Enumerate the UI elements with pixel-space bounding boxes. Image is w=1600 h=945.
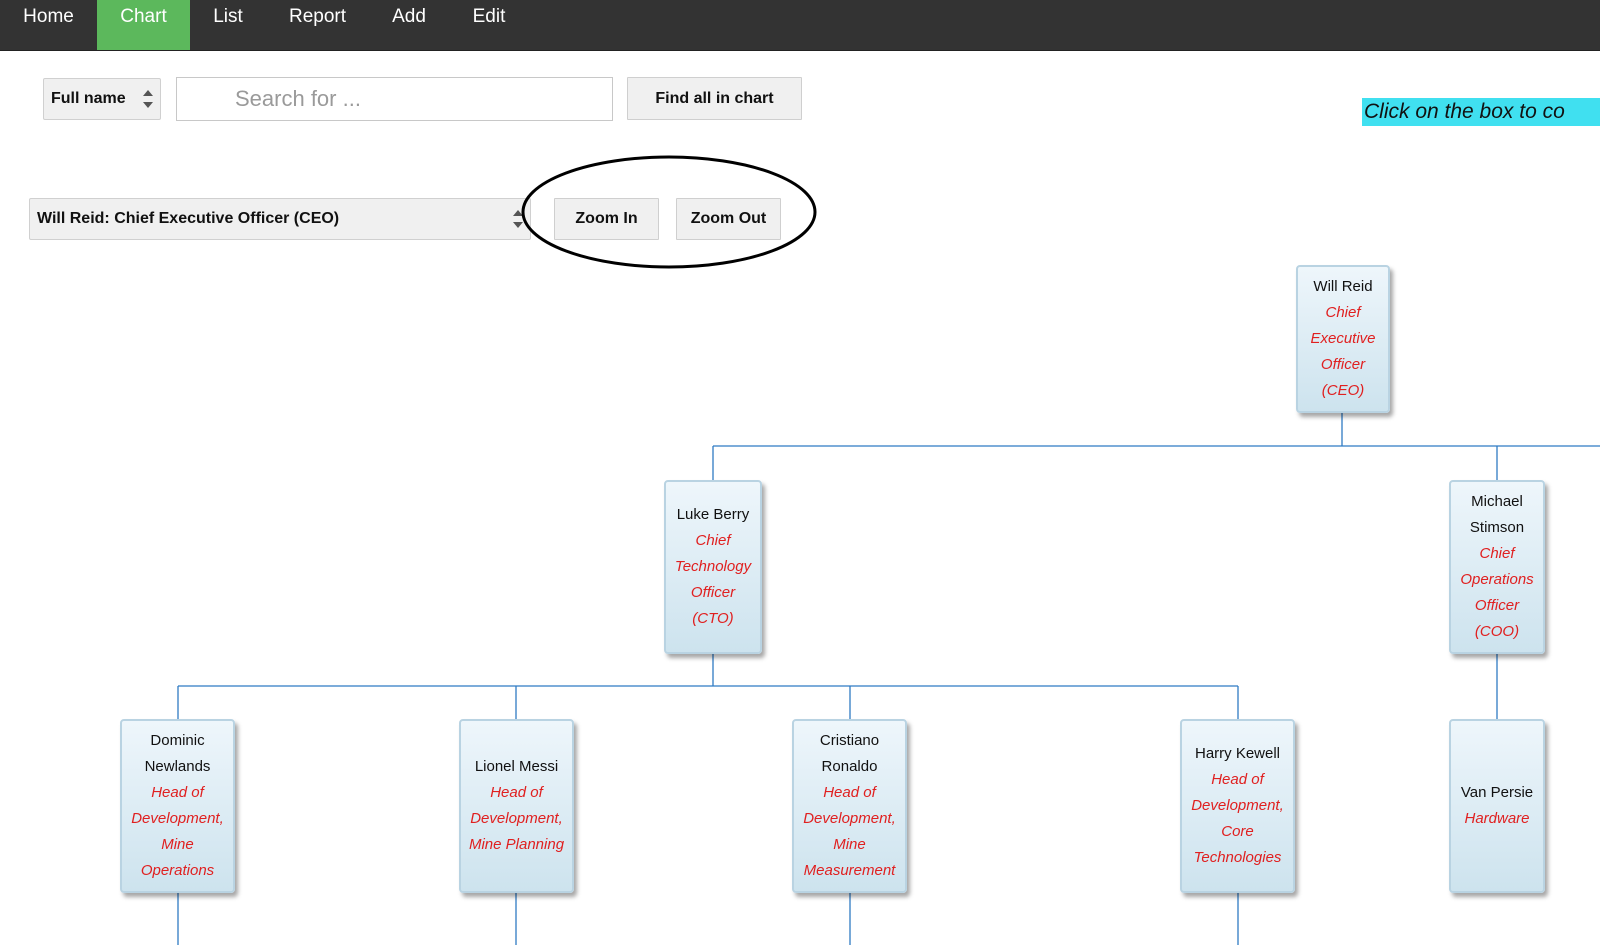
node-name: Luke Berry (676, 506, 750, 523)
node-title: Chief Technology Officer (CTO) (674, 532, 752, 627)
select-arrows-icon (143, 90, 153, 108)
hint-banner: Click on the box to co (1362, 98, 1600, 126)
node-name: Lionel Messi (474, 758, 559, 775)
search-input[interactable] (176, 77, 613, 121)
tab-home[interactable]: Home (23, 6, 74, 27)
person-select[interactable]: Will Reid: Chief Executive Officer (CEO) (29, 198, 531, 240)
tab-edit[interactable]: Edit (472, 6, 506, 27)
node-title: Hardware (1464, 810, 1530, 827)
node-name: Cristiano Ronaldo (819, 732, 880, 775)
top-nav: Home Chart List Report Add Edit (0, 0, 1600, 51)
tab-add[interactable]: Add (392, 6, 426, 27)
node-name: Will Reid (1313, 278, 1373, 295)
node-title: Head of Development, Mine Planning (468, 784, 565, 853)
search-field-select[interactable]: Full name (43, 78, 161, 120)
node-title: Head of Development, Core Technologies (1191, 771, 1284, 866)
node-name: Van Persie (1460, 784, 1534, 801)
select-arrows-icon (513, 210, 523, 228)
person-select-label: Will Reid: Chief Executive Officer (CEO) (37, 210, 340, 227)
zoom-out-button[interactable]: Zoom Out (676, 198, 781, 240)
node-name: Harry Kewell (1194, 745, 1281, 762)
tab-chart[interactable]: Chart (97, 0, 190, 50)
node-name: Dominic Newlands (144, 732, 211, 775)
find-all-button[interactable]: Find all in chart (627, 77, 802, 120)
node-title: Chief Operations Officer (COO) (1460, 545, 1534, 640)
org-connectors (177, 413, 1600, 945)
zoom-in-button[interactable]: Zoom In (554, 198, 659, 240)
zoom-highlight-ellipse (521, 155, 817, 269)
search-field-select-label: Full name (51, 90, 126, 107)
node-name: Michael Stimson (1469, 493, 1525, 536)
node-title: Head of Development, Mine Operations (131, 784, 224, 879)
node-title: Head of Development, Mine Measurement (803, 784, 896, 879)
tab-report[interactable]: Report (288, 6, 347, 27)
tab-list[interactable]: List (213, 6, 243, 27)
node-title: Chief Executive Officer (CEO) (1310, 304, 1376, 399)
